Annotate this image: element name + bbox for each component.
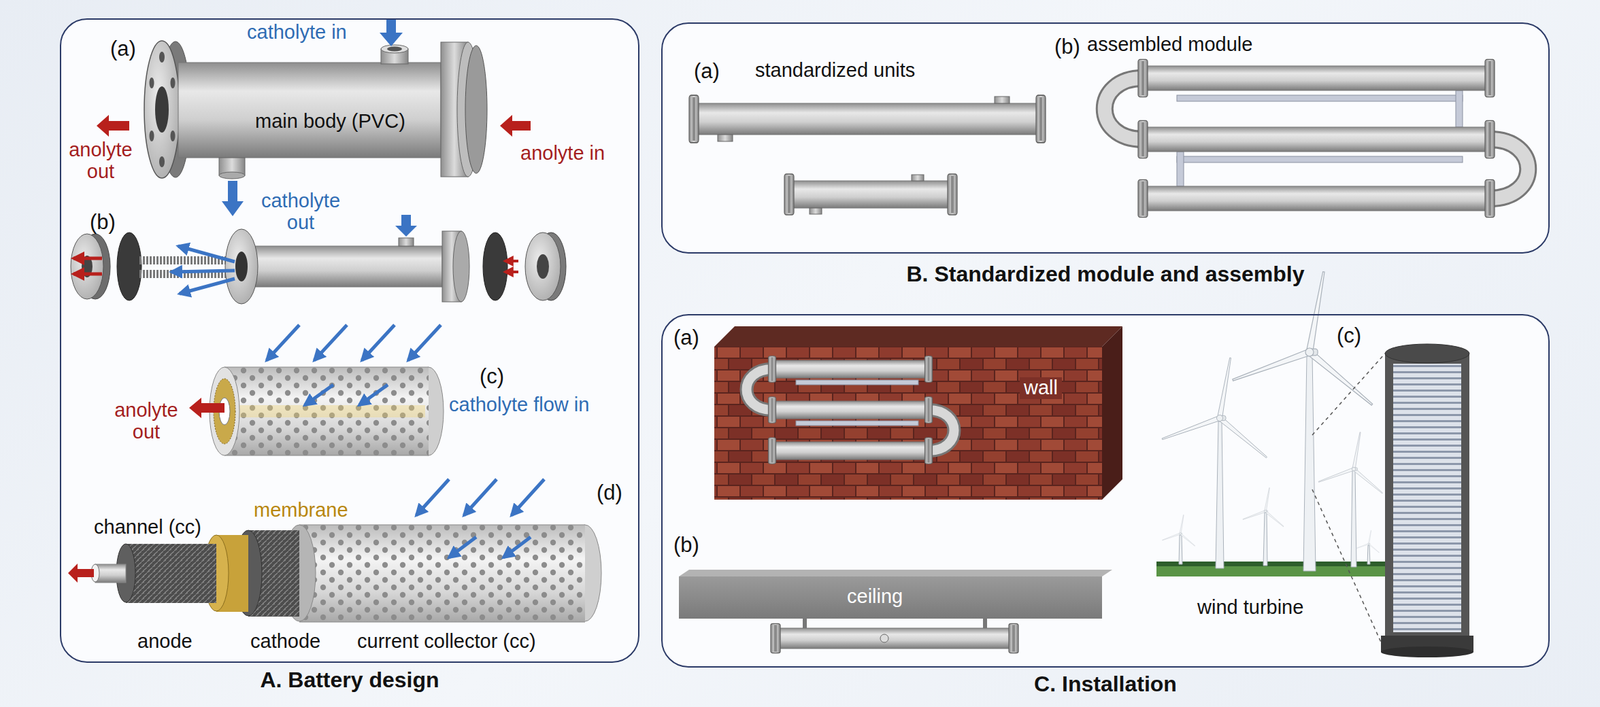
flow-label: anolyte out bbox=[63, 139, 139, 183]
part-label: assembled module bbox=[1087, 34, 1253, 56]
panel-heading: C. Installation bbox=[662, 672, 1549, 697]
panel-grounds bbox=[59, 18, 1550, 669]
flow-label: anolyte out bbox=[112, 400, 181, 444]
panel-letter: (c) bbox=[1336, 324, 1362, 348]
panel-frame: B. Standardized module and assembly bbox=[661, 22, 1550, 254]
part-label: anode bbox=[137, 631, 193, 654]
panel-letter: (b) bbox=[1054, 35, 1081, 59]
flow-label: catholyte flow in bbox=[448, 394, 590, 417]
part-label: standardized units bbox=[755, 59, 915, 82]
panel-heading: A. Battery design bbox=[61, 668, 639, 693]
flow-label: catholyte in bbox=[246, 21, 347, 44]
perforated-cylinder bbox=[189, 325, 444, 456]
battery-main-body bbox=[96, 19, 531, 217]
part-label: main body (PVC) bbox=[255, 110, 406, 133]
part-label: membrane bbox=[253, 500, 349, 522]
part-label: channel (cc) bbox=[93, 517, 202, 539]
part-label: ceiling bbox=[846, 586, 903, 609]
ceiling-slab bbox=[678, 570, 1113, 654]
standardized-units bbox=[689, 95, 1046, 215]
panel-frame: C. Installation bbox=[661, 314, 1550, 669]
layered-cylinder bbox=[68, 479, 602, 623]
panel-letter: (a) bbox=[673, 326, 700, 350]
panel-letter: (a) bbox=[110, 37, 137, 61]
panel-letter: (b) bbox=[89, 210, 116, 235]
panel-heading: B. Standardized module and assembly bbox=[662, 262, 1549, 287]
exploded-view bbox=[70, 214, 566, 305]
flow-label: catholyte out bbox=[246, 190, 356, 235]
panel-letter: (a) bbox=[693, 59, 720, 83]
wind-farm bbox=[1156, 271, 1474, 658]
part-label: current collector (cc) bbox=[357, 631, 537, 654]
part-label: cathode bbox=[250, 631, 321, 654]
assembled-module bbox=[1104, 59, 1529, 218]
flow-label: anolyte in bbox=[520, 142, 605, 165]
panel-letter: (b) bbox=[673, 534, 700, 558]
panel-letter: (c) bbox=[479, 365, 505, 389]
part-label: wall bbox=[1019, 377, 1062, 400]
brick-wall bbox=[714, 326, 1123, 500]
panel-letter: (d) bbox=[596, 481, 623, 505]
part-label: wind turbine bbox=[1197, 597, 1304, 620]
